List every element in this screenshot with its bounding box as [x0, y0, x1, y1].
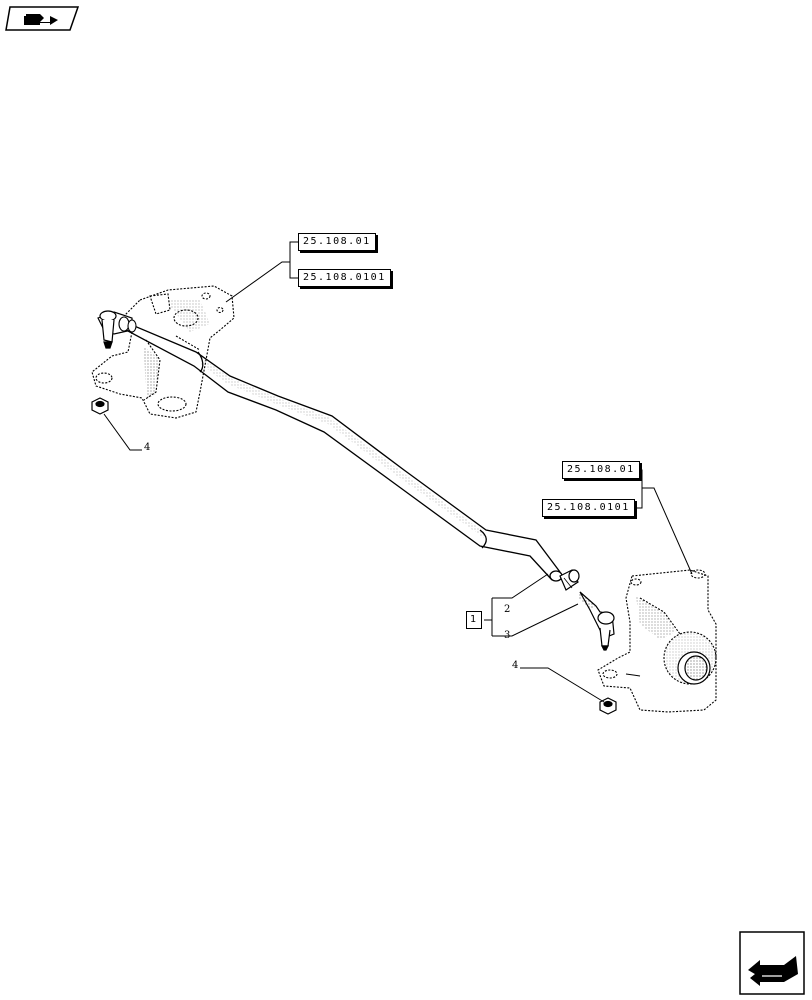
sleeve-clamp: [559, 569, 580, 591]
reference-box-top-1[interactable]: 25.108.01: [298, 233, 376, 251]
next-page-button[interactable]: [738, 930, 806, 996]
tie-rod-tube: [119, 319, 563, 582]
right-nut: [599, 697, 617, 715]
next-page-arrow-icon: [739, 931, 805, 995]
spline-hub: [677, 651, 711, 685]
reference-box-right-2[interactable]: 25.108.0101: [542, 499, 635, 517]
group-callout-box: 1: [466, 611, 482, 629]
left-steering-knuckle: [91, 285, 235, 419]
folder-nav-button[interactable]: [4, 4, 80, 32]
item-label-4-right: 4: [512, 660, 519, 671]
item-label-4-left: 4: [144, 442, 151, 453]
reference-box-top-2[interactable]: 25.108.0101: [298, 269, 391, 287]
reference-box-right-1[interactable]: 25.108.01: [562, 461, 640, 479]
folder-arrow-icon: [5, 6, 80, 31]
item-label-2: 2: [504, 604, 511, 615]
item-label-3: 3: [504, 630, 511, 641]
left-nut: [91, 397, 109, 415]
